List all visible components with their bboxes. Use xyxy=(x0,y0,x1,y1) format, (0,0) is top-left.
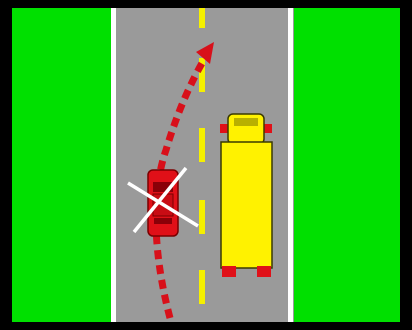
center-dash xyxy=(199,8,205,28)
car-rear-window xyxy=(154,218,172,224)
road-edge-right xyxy=(288,8,293,322)
center-dash xyxy=(199,128,205,162)
grass-right xyxy=(294,8,400,322)
truck-mirror-right xyxy=(264,124,272,133)
center-dash xyxy=(199,200,205,234)
truck-mirror-left xyxy=(220,124,228,133)
road-edge-left xyxy=(111,8,116,322)
grass-left xyxy=(12,8,111,322)
center-dash xyxy=(199,270,205,304)
truck-cab-window xyxy=(234,118,258,126)
truck-icon xyxy=(220,114,272,277)
truck-light-right xyxy=(257,266,271,277)
truck-light-left xyxy=(222,266,236,277)
truck-trailer xyxy=(221,142,272,268)
